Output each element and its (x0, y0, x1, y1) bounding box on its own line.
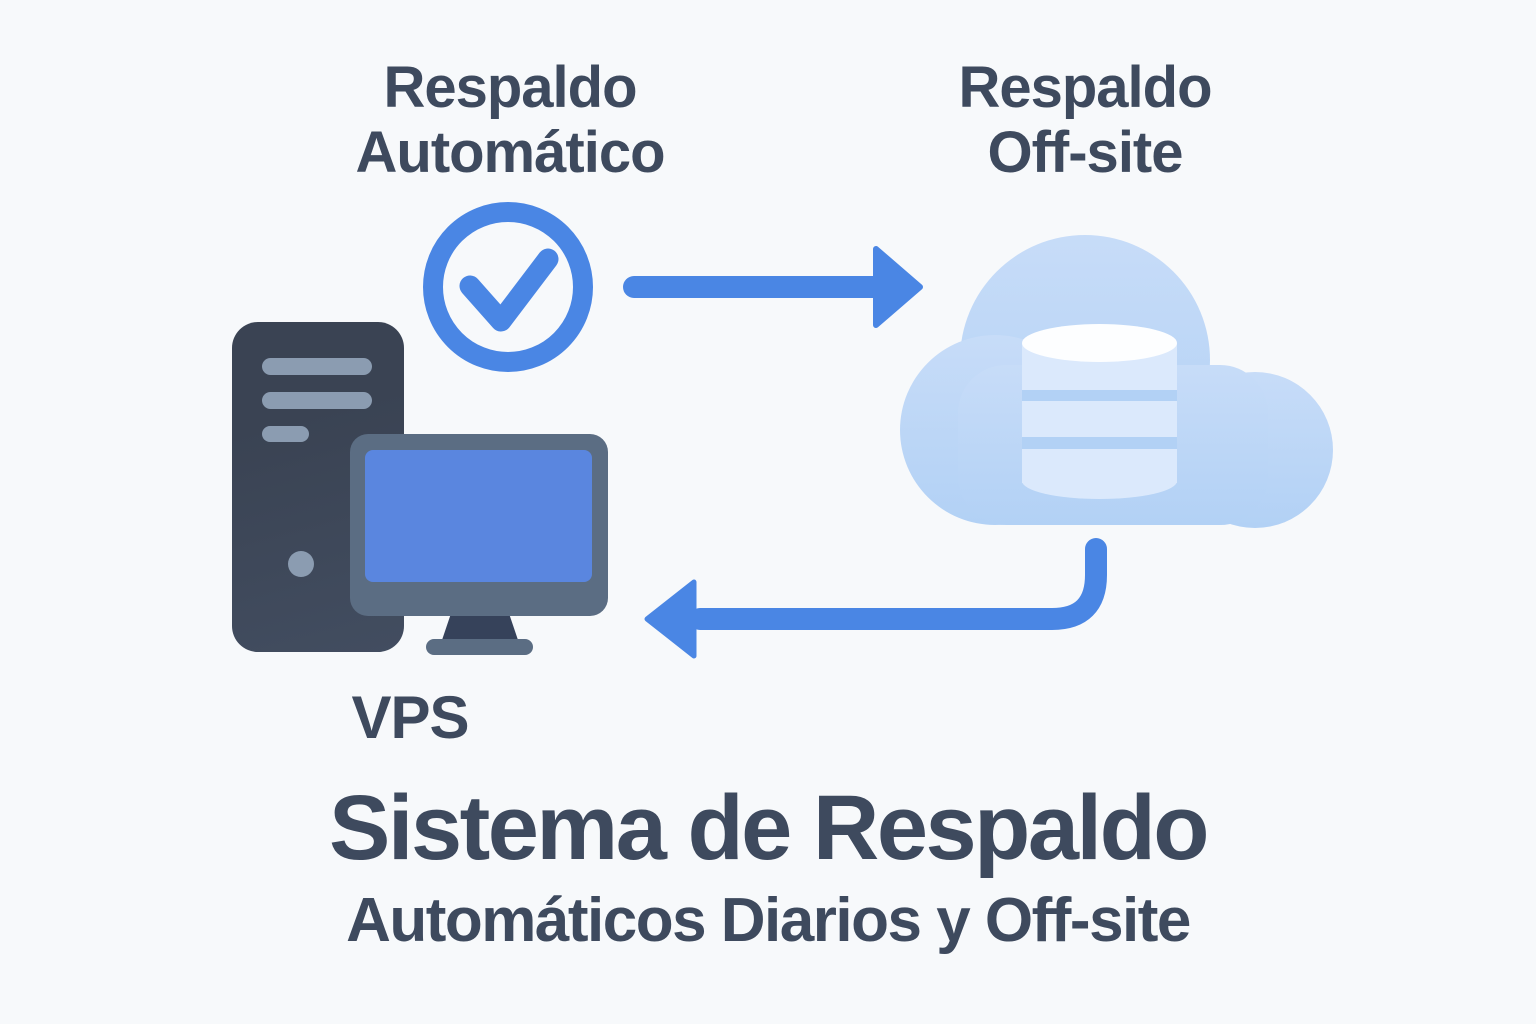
checkmark-glyph (459, 248, 559, 332)
vps-label: VPS (351, 684, 469, 751)
arrow-return-icon (644, 538, 1107, 659)
database-glyph (1022, 324, 1177, 499)
monitor-stand-base (426, 639, 533, 655)
monitor-icon (350, 434, 608, 616)
diagram-title: Sistema de Respaldo (329, 777, 1209, 879)
tower-vent-slat (262, 392, 372, 409)
cloud-database-icon (900, 235, 1333, 528)
label-line: Off-site (987, 120, 1184, 185)
label-respaldo-automatico: Respaldo Automático (260, 55, 760, 185)
diagram-subtitle: Automáticos Diarios y Off-site (346, 886, 1191, 955)
label-respaldo-offsite: Respaldo Off-site (835, 55, 1335, 185)
monitor-stand (441, 613, 519, 643)
tower-power-button (288, 551, 314, 577)
check-circle-icon (423, 202, 593, 372)
label-line: Respaldo (383, 55, 637, 120)
tower-vent-slat (262, 426, 309, 442)
label-line: Automático (355, 120, 666, 185)
label-line: Respaldo (958, 55, 1212, 120)
tower-vent-slat (262, 358, 372, 375)
monitor-screen (365, 450, 592, 582)
arrow-right-icon (623, 246, 923, 328)
